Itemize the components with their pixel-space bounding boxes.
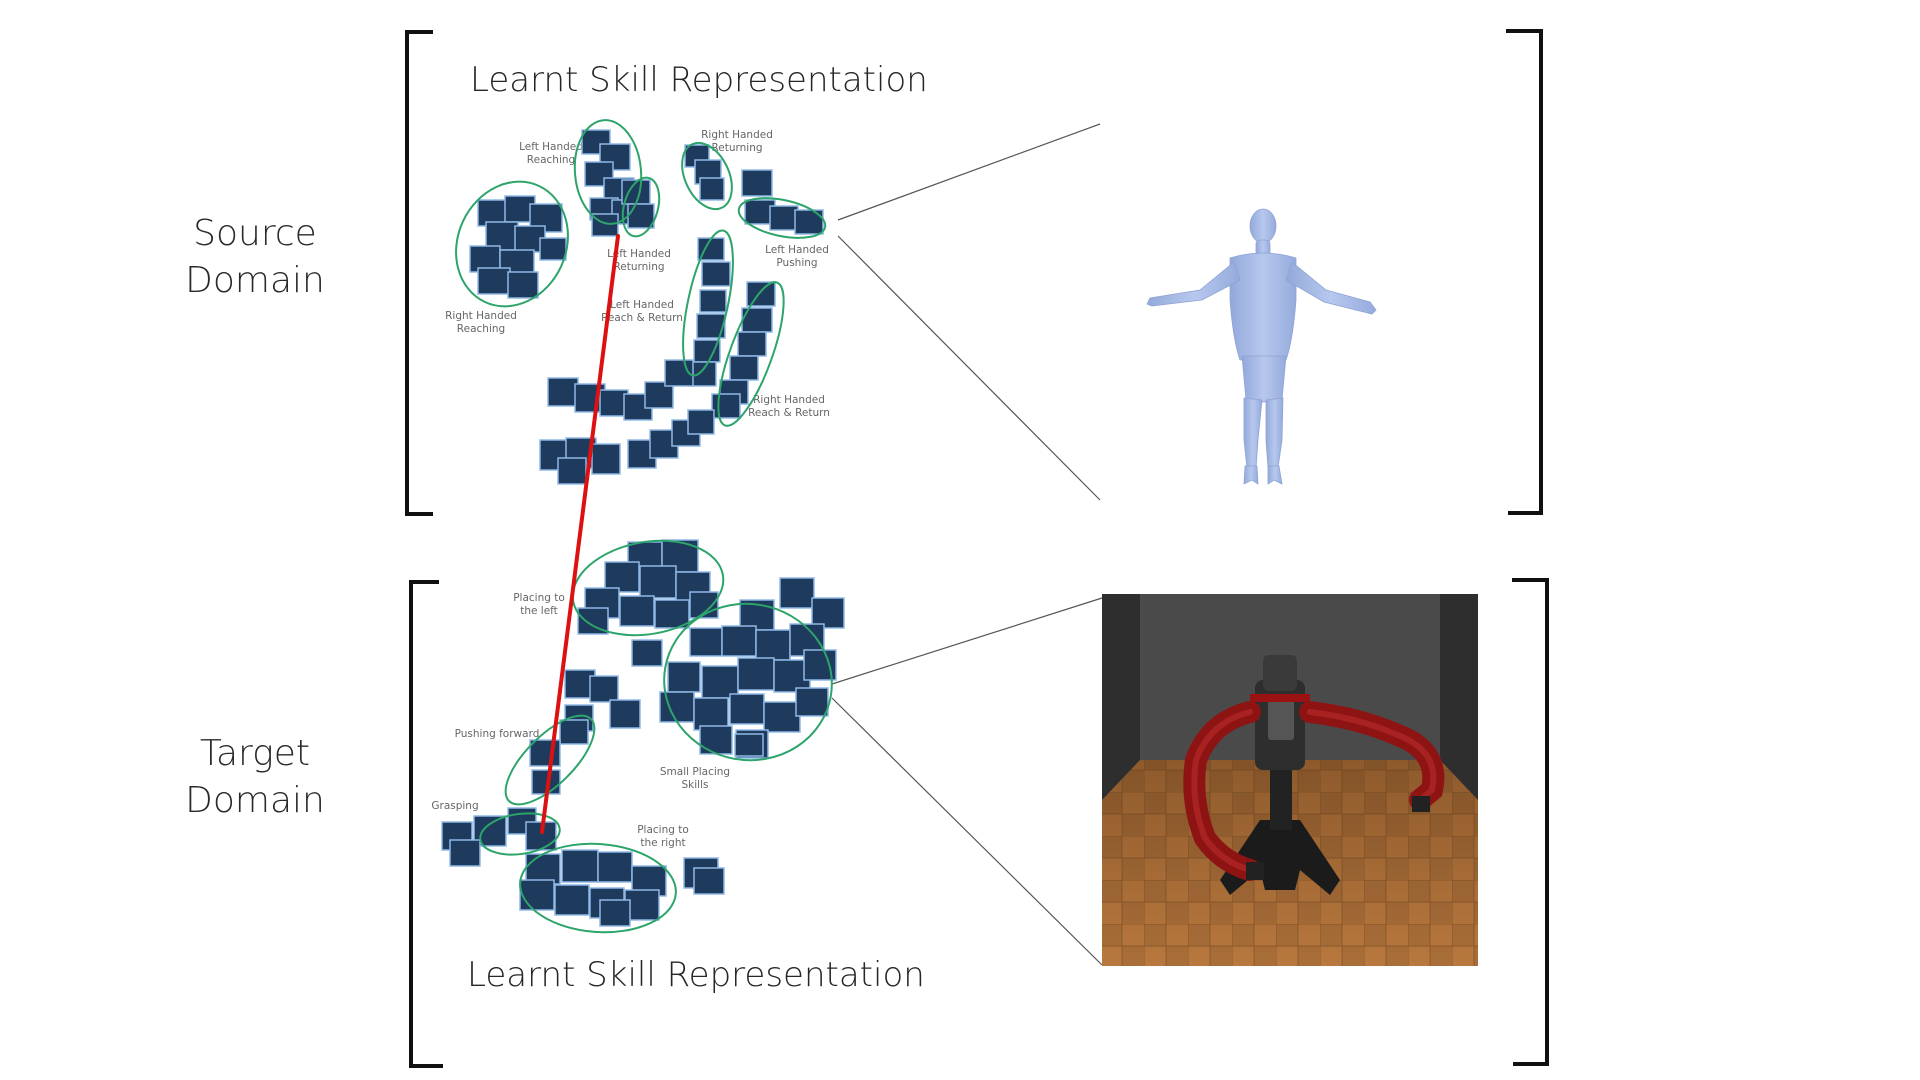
- target-bracket-right: [1512, 578, 1549, 1066]
- source-bracket-left: [405, 30, 433, 516]
- target-cluster-label: Pushing forward: [454, 728, 540, 740]
- target-cluster-label: Grasping: [431, 800, 479, 812]
- source-zoom-line-top: [837, 123, 1101, 221]
- source-domain-label-line1: Source: [193, 213, 317, 254]
- target-domain-label-line2: Domain: [185, 780, 325, 821]
- human-body-model: [1146, 208, 1377, 485]
- target-zoom-line-top: [831, 597, 1103, 685]
- source-domain-label: Source Domain: [135, 210, 375, 304]
- source-bracket-right: [1506, 29, 1543, 515]
- target-domain-label-line1: Target: [199, 733, 311, 774]
- target-domain-label: Target Domain: [135, 730, 375, 824]
- robot-scene-image: [1102, 594, 1478, 966]
- source-domain-label-line2: Domain: [185, 260, 325, 301]
- target-bracket-left: [409, 580, 443, 1068]
- target-zoom-line-bottom: [831, 697, 1103, 966]
- source-zoom-line-bottom: [837, 235, 1101, 501]
- target-representation-title: Learnt Skill Representation: [467, 955, 925, 995]
- source-representation-title: Learnt Skill Representation: [470, 60, 928, 100]
